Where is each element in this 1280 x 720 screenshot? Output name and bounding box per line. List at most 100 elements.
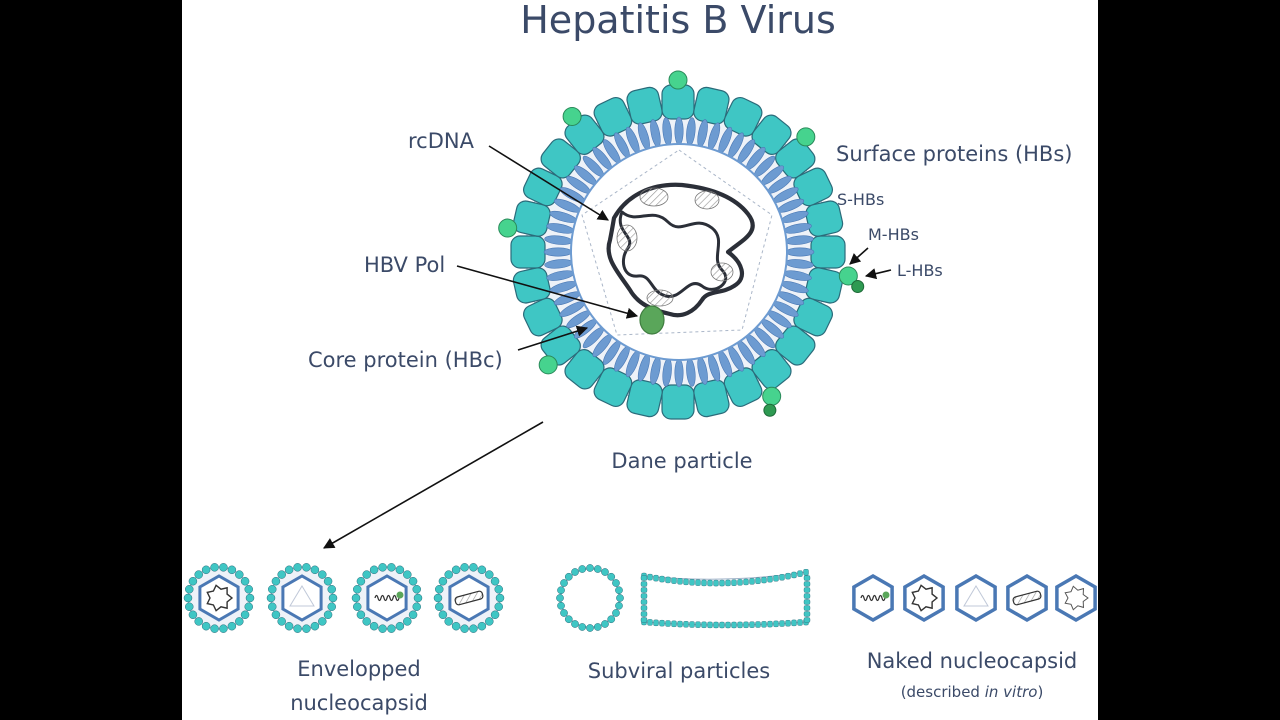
envelope-dot bbox=[244, 585, 253, 594]
envelope-dot bbox=[413, 593, 423, 603]
arrow-hbv-pol bbox=[456, 265, 639, 319]
envelope-dot bbox=[302, 563, 311, 572]
envelope-dot bbox=[578, 565, 587, 573]
filament-protein bbox=[659, 575, 665, 583]
label-envelopped-2: nucleocapsid bbox=[290, 691, 428, 715]
envelope-dot bbox=[477, 565, 487, 575]
envelope-dot bbox=[268, 602, 277, 611]
envelope-dot bbox=[601, 568, 609, 576]
envelope-dot bbox=[593, 623, 602, 631]
envelope-dot bbox=[616, 594, 624, 602]
filament-protein bbox=[761, 576, 767, 584]
dna-rod bbox=[454, 590, 484, 606]
filament-protein bbox=[671, 620, 677, 628]
page-title: Hepatitis B Virus bbox=[520, 0, 836, 42]
filament-protein bbox=[665, 620, 671, 627]
filament-protein bbox=[707, 579, 713, 587]
capsid-facet bbox=[963, 585, 989, 607]
hbv-diagram: Hepatitis B Virus rcDNA HBV Pol Core pro… bbox=[183, 0, 1097, 715]
envelope-dot bbox=[284, 565, 294, 575]
envelope-dot bbox=[494, 602, 503, 611]
envelope-dot bbox=[235, 617, 244, 626]
filament-protein bbox=[665, 576, 671, 584]
capsid-facet bbox=[289, 585, 315, 607]
rcdna-hatch-patch bbox=[694, 190, 720, 210]
envelope-protein-block bbox=[626, 86, 663, 125]
envelope-dot bbox=[318, 570, 327, 579]
label-s-hbs: S-HBs bbox=[837, 190, 884, 209]
filament-protein bbox=[731, 621, 737, 629]
surface-protein-knob bbox=[538, 355, 558, 375]
filament-protein bbox=[695, 579, 701, 586]
label-naked: Naked nucleocapsid bbox=[867, 649, 1078, 673]
dna-loop bbox=[206, 584, 234, 612]
rcdna-hatch-patch bbox=[710, 262, 734, 282]
envelope-dot bbox=[362, 617, 371, 626]
naked-capsid-hexagon bbox=[1055, 573, 1097, 623]
envelope-dot bbox=[438, 610, 448, 620]
envelope-protein-block bbox=[723, 367, 763, 407]
label-dane-particle: Dane particle bbox=[611, 449, 752, 473]
filament-protein bbox=[719, 579, 725, 587]
envelope-dot bbox=[266, 593, 276, 603]
envelope-dot bbox=[451, 621, 461, 631]
filament-protein bbox=[767, 576, 773, 583]
envelope-dot bbox=[490, 610, 500, 620]
rcdna-strand-1 bbox=[606, 182, 755, 318]
envelope-dot bbox=[183, 593, 193, 603]
filament-protein bbox=[677, 620, 683, 628]
envelope-protein-block bbox=[810, 235, 846, 269]
envelope-dot bbox=[490, 576, 500, 586]
filament-protein bbox=[803, 611, 811, 617]
envelope-protein-block bbox=[626, 379, 663, 418]
filament-protein bbox=[743, 621, 749, 629]
filament-protein bbox=[677, 578, 683, 585]
polymerase-dot bbox=[396, 591, 404, 599]
envelope-dot bbox=[356, 576, 366, 586]
envelope-dot bbox=[188, 576, 198, 586]
filament-protein bbox=[803, 587, 811, 593]
label-hbv-pol: HBV Pol bbox=[364, 253, 445, 277]
envelope-dot bbox=[277, 617, 286, 626]
envelope-dot bbox=[571, 620, 579, 628]
filament-protein bbox=[671, 577, 677, 584]
envelope-dot bbox=[433, 593, 443, 603]
envelope-dot bbox=[460, 624, 469, 633]
envelope-dot bbox=[560, 609, 568, 617]
envelope-dot bbox=[564, 572, 573, 581]
envelope-dot bbox=[185, 585, 194, 594]
envelope-dot bbox=[351, 593, 361, 603]
envelope-protein-block bbox=[793, 167, 833, 207]
envelope-dot bbox=[277, 570, 286, 579]
envelope-dot bbox=[293, 624, 302, 633]
filament-protein bbox=[640, 605, 648, 611]
filament-protein bbox=[640, 599, 648, 605]
envelope-dot bbox=[219, 563, 228, 572]
envelope-dot bbox=[395, 565, 405, 575]
filament-protein bbox=[743, 578, 749, 586]
envelope-dot bbox=[210, 563, 219, 572]
hbv-polymerase bbox=[639, 305, 665, 335]
envelope-dot bbox=[451, 565, 461, 575]
label-surface-proteins: Surface proteins (HBs) bbox=[836, 142, 1072, 166]
envelope-dot bbox=[593, 565, 602, 573]
filament-protein bbox=[779, 620, 785, 627]
envelope-dot bbox=[607, 615, 616, 624]
rcdna-hatch-patch bbox=[639, 187, 669, 207]
dna-loop bbox=[911, 584, 939, 612]
surface-protein-knobs bbox=[498, 70, 865, 417]
filament-protein bbox=[755, 621, 761, 628]
filament-protein bbox=[683, 578, 689, 586]
envelope-protein-block bbox=[793, 297, 833, 337]
envelope-dot bbox=[235, 570, 244, 579]
filament-protein bbox=[785, 620, 791, 627]
envelope-dot bbox=[444, 617, 453, 626]
envelope-dot bbox=[245, 593, 255, 603]
envelope-dot bbox=[188, 610, 198, 620]
envelope-dot bbox=[353, 602, 362, 611]
envelope-protein-block bbox=[523, 297, 563, 337]
filament-protein bbox=[725, 579, 731, 587]
dna-coil bbox=[374, 594, 400, 602]
filament-protein bbox=[785, 572, 791, 580]
core-protein-spike bbox=[674, 116, 684, 146]
